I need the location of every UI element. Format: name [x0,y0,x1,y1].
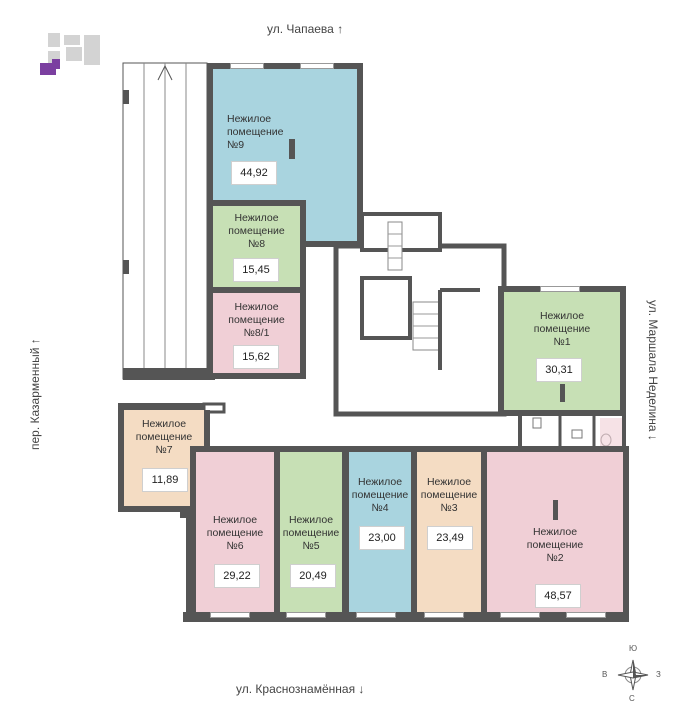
room-2-column [553,500,558,520]
window [300,63,334,69]
compass-west: В [602,670,608,679]
window [230,63,264,69]
window [500,612,540,618]
room-6-area: 29,22 [214,564,260,588]
building-location-icon [40,33,100,75]
window [286,612,326,618]
room-2-area: 48,57 [535,584,581,608]
compass-north: Ю [629,644,638,653]
compass-rose-icon [617,659,649,691]
room-9-column [289,139,295,159]
room-9-area: 44,92 [231,161,277,185]
room-8-1-area: 15,62 [233,345,279,369]
window [210,612,250,618]
room-3-area: 23,49 [427,526,473,550]
room-7-area: 11,89 [142,468,188,492]
room-1-column [560,384,565,402]
room-4-area: 23,00 [359,526,405,550]
compass: Ю С В З [602,644,661,703]
compass-east: З [656,670,661,679]
window [424,612,464,618]
compass-south: С [629,694,635,703]
street-top-label: ул. Чапаева ↑ [267,22,344,36]
street-bottom-label: ул. Краснознамённая ↓ [236,682,365,696]
window [566,612,606,618]
window [540,286,580,292]
room-8-area: 15,45 [233,258,279,282]
room-5-area: 20,49 [290,564,336,588]
room-1-area: 30,31 [536,358,582,382]
window [356,612,396,618]
